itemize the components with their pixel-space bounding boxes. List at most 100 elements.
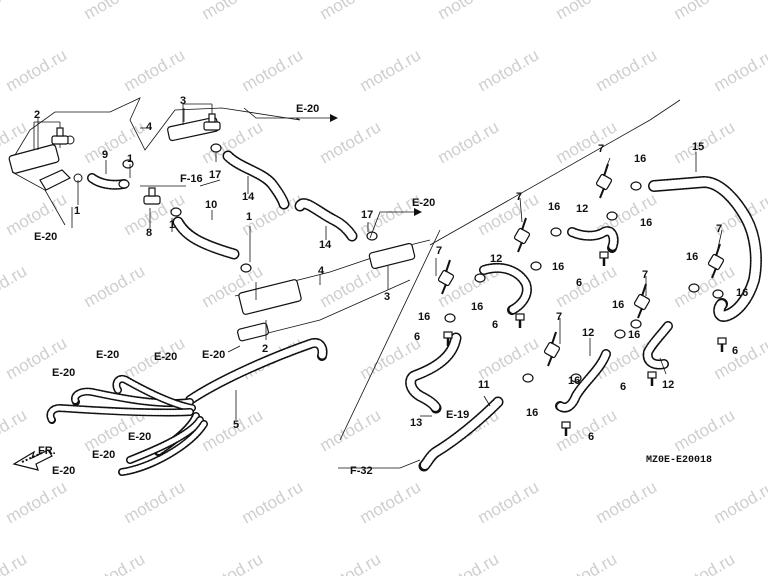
part-number-16: 16	[686, 251, 698, 263]
watermark-text: motod.ru	[593, 477, 661, 527]
part-number-6: 6	[588, 431, 594, 443]
hose-e20-e	[126, 416, 204, 464]
bolt-fitting	[599, 251, 609, 266]
watermark-text: motod.ru	[711, 477, 768, 527]
watermark-text: motod.ru	[671, 117, 739, 167]
part-number-16: 16	[736, 287, 748, 299]
part-number-6: 6	[414, 331, 420, 343]
middle-manifold-assembly	[234, 239, 431, 342]
part-number-2: 2	[262, 343, 268, 355]
front-direction-label: FR.	[38, 445, 56, 457]
part-number-6: 6	[576, 277, 582, 289]
watermark-text: motod.ru	[553, 549, 621, 576]
leader-lines	[37, 108, 723, 420]
clamp-fitting	[240, 263, 252, 273]
watermark-text: motod.ru	[357, 477, 425, 527]
watermark-text: motod.ru	[357, 45, 425, 95]
part-number-10: 10	[205, 199, 217, 211]
part-number-7: 7	[598, 143, 604, 155]
part-number-8: 8	[146, 227, 152, 239]
part-number-16: 16	[634, 153, 646, 165]
front-direction-arrow	[12, 449, 53, 471]
hose-14-upper	[222, 150, 290, 210]
part-number-12: 12	[576, 203, 588, 215]
clamp-fitting	[688, 283, 700, 293]
watermark-text: motod.ru	[317, 0, 385, 23]
part-number-12: 12	[662, 379, 674, 391]
part-number-16: 16	[471, 301, 483, 313]
part-number-6: 6	[732, 345, 738, 357]
part-number-16: 16	[548, 201, 560, 213]
part-number-4: 4	[318, 265, 325, 277]
bolt-fitting	[443, 331, 453, 346]
watermark-text: motod.ru	[475, 477, 543, 527]
part-number-16: 16	[526, 407, 538, 419]
watermark-text: motod.ru	[475, 45, 543, 95]
part-number-2: 2	[34, 109, 40, 121]
part-number-16: 16	[628, 329, 640, 341]
clamp-fitting	[474, 273, 486, 283]
tee-fitting	[203, 113, 221, 131]
part-number-16: 16	[568, 375, 580, 387]
clamp-fitting	[122, 159, 134, 169]
bolt-fitting	[561, 421, 571, 436]
watermark-text: motod.ru	[0, 0, 30, 23]
part-number-1: 1	[246, 211, 252, 223]
ref-f32: F-32	[350, 465, 373, 477]
part-number-6: 6	[492, 319, 498, 331]
watermark-text: motod.ru	[239, 477, 307, 527]
hose-14-lower	[294, 198, 358, 242]
part-number-14: 14	[242, 191, 255, 203]
tee-fitting	[143, 187, 161, 205]
fitting-layer	[51, 113, 727, 436]
watermark-text: motod.ru	[435, 549, 503, 576]
watermark-text: motod.ru	[199, 0, 267, 23]
hose-layer	[46, 150, 762, 476]
ref-e20-hose-2: E-20	[154, 351, 177, 363]
watermark-text: motod.ru	[317, 549, 385, 576]
hose-e20-c	[46, 404, 194, 424]
part-number-1: 1	[74, 205, 80, 217]
nipple-fitting	[707, 243, 725, 279]
nipple-fitting	[633, 283, 651, 319]
watermark-text: motod.ru	[435, 0, 503, 23]
section-dividers	[339, 99, 681, 441]
watermark-text: motod.ru	[317, 405, 385, 455]
ref-e20-hose-1: E-20	[96, 349, 119, 361]
clamp-fitting	[444, 313, 456, 323]
part-number-16: 16	[552, 261, 564, 273]
hose-12-d	[642, 321, 673, 370]
hose-15	[648, 176, 762, 322]
hose-12-c	[555, 349, 611, 413]
part-number-7: 7	[642, 269, 648, 281]
nipple-fitting	[595, 163, 613, 199]
part-number-4: 4	[146, 121, 153, 133]
part-number-5: 5	[233, 419, 239, 431]
ref-e20-hose-5: E-20	[92, 449, 115, 461]
watermark-text: motod.ru	[0, 261, 30, 311]
clamp-fitting	[630, 319, 642, 329]
bolt-fitting	[515, 313, 525, 328]
clamp-fitting	[170, 207, 182, 217]
part-number-16: 16	[640, 217, 652, 229]
watermark-text: motod.ru	[81, 549, 149, 576]
reference-labels: E-20 E-20 F-16 E-20 E-20 E-20 E-20 E-20 …	[34, 103, 469, 477]
watermark-text: motod.ru	[3, 477, 71, 527]
hose-11	[418, 396, 504, 472]
ref-e20-top: E-20	[296, 103, 319, 115]
watermark-text: motod.ru	[121, 45, 189, 95]
part-number-7: 7	[436, 245, 442, 257]
part-number-7: 7	[516, 191, 522, 203]
clamp-fitting	[210, 143, 222, 153]
part-number-3: 3	[180, 95, 186, 107]
part-number-17: 17	[361, 209, 373, 221]
clamp-fitting	[522, 373, 534, 383]
part-number-labels: 2 1 3 4 9 1 8 1 10 17 14 1 14 17 4 3 2 5…	[34, 95, 748, 443]
ref-e19: E-19	[446, 409, 469, 421]
part-number-15: 15	[692, 141, 704, 153]
diagram-code: MZ0E-E20018	[646, 455, 712, 466]
watermark-text: motod.ru	[475, 189, 543, 239]
hose-12-b	[567, 226, 619, 253]
